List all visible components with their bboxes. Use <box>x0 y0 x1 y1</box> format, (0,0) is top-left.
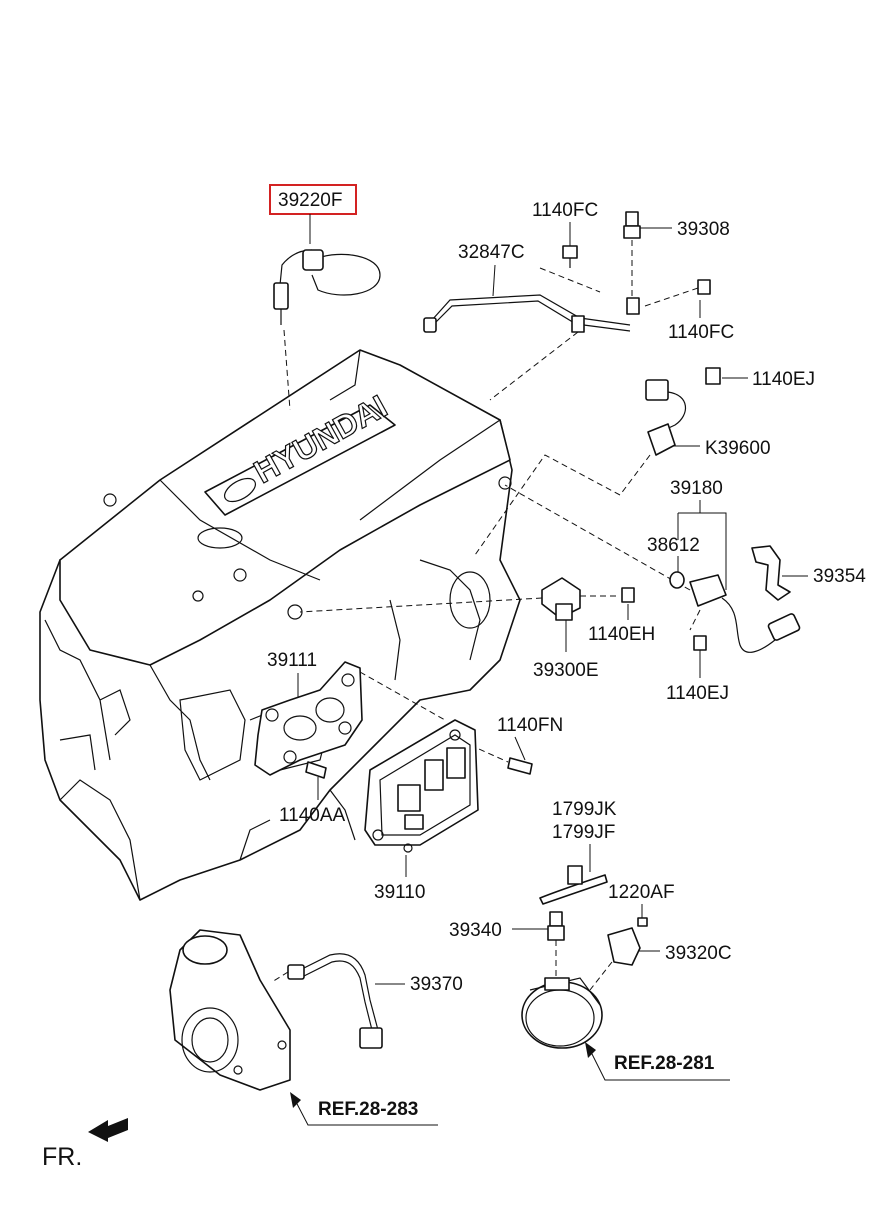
oxygen-sensor-39220F[interactable]: 39220F <box>269 184 381 411</box>
ref-28-283[interactable]: REF.28-283 <box>290 1092 438 1126</box>
label-32847C[interactable]: 32847C <box>458 242 525 263</box>
bolt-1140FN[interactable]: 1140FN <box>469 715 563 775</box>
direction-arrow-icon <box>88 1118 128 1142</box>
oring-38612[interactable]: 38612 <box>647 535 700 589</box>
label-1140FC-right[interactable]: 1140FC <box>668 322 734 343</box>
label-1799JF[interactable]: 1799JF <box>552 822 615 843</box>
label-1799JK[interactable]: 1799JK <box>552 799 617 820</box>
label-39308[interactable]: 39308 <box>677 219 730 240</box>
label-1220AF[interactable]: 1220AF <box>608 882 675 903</box>
tube-32847C[interactable]: 32847C <box>423 242 631 401</box>
intake-ring <box>521 977 603 1049</box>
label-39370[interactable]: 39370 <box>410 974 463 995</box>
gasket-39111[interactable]: 39111 <box>254 650 446 776</box>
bolt-1220AF[interactable]: 1220AF <box>608 882 675 927</box>
valve-cover <box>59 349 511 666</box>
bracket-39354[interactable]: 39354 <box>751 545 866 601</box>
label-39320C[interactable]: 39320C <box>665 943 732 964</box>
label-1140AA[interactable]: 1140AA <box>279 805 346 826</box>
emblem-plate <box>204 404 396 516</box>
clip-1799JK-1799JF[interactable]: 1799JK 1799JF <box>539 799 617 905</box>
front-direction-indicator: FR. <box>42 1118 128 1171</box>
crank-sensor-39180[interactable]: 39180 <box>504 478 801 653</box>
bolt-1140EJ-bottom[interactable]: 1140EJ <box>666 635 729 704</box>
thermostat-housing <box>169 929 291 1091</box>
ref-label-28-283[interactable]: REF.28-283 <box>318 1099 418 1120</box>
sensor-39308[interactable]: 39308 <box>623 211 730 315</box>
sensor-39340[interactable]: 39340 <box>449 911 565 985</box>
label-1140EJ-bottom[interactable]: 1140EJ <box>666 683 729 704</box>
label-39354[interactable]: 39354 <box>813 566 866 587</box>
label-1140FC-top[interactable]: 1140FC <box>532 200 598 221</box>
cam-sensor-39300E[interactable]: 1140EH 39300E <box>299 577 655 681</box>
label-39220F[interactable]: 39220F <box>278 190 342 211</box>
bolt-1140FC-right[interactable]: 1140FC <box>644 279 734 343</box>
label-39110[interactable]: 39110 <box>374 882 425 903</box>
ecu-39110[interactable]: 39110 <box>364 719 479 903</box>
label-38612[interactable]: 38612 <box>647 535 700 556</box>
label-39300E[interactable]: 39300E <box>533 660 599 681</box>
label-39111[interactable]: 39111 <box>267 650 317 671</box>
bolt-1140AA[interactable]: 1140AA <box>279 761 346 826</box>
bolt-1140EJ-top[interactable]: 1140EJ <box>705 367 815 390</box>
label-K39600[interactable]: K39600 <box>705 438 771 459</box>
bolt-1140FC-top[interactable]: 1140FC <box>532 200 601 293</box>
ref-28-281[interactable]: REF.28-281 <box>585 1042 730 1081</box>
sensor-39320C[interactable]: 39320C <box>589 927 732 991</box>
label-39180[interactable]: 39180 <box>670 478 723 499</box>
label-39340[interactable]: 39340 <box>449 920 502 941</box>
label-1140EJ-top[interactable]: 1140EJ <box>752 369 815 390</box>
knock-sensor-K39600[interactable]: K39600 <box>474 379 771 556</box>
label-1140EH[interactable]: 1140EH <box>588 624 655 645</box>
temp-sensor-39370[interactable]: 39370 <box>271 953 463 1049</box>
label-1140FN[interactable]: 1140FN <box>497 715 563 736</box>
direction-label: FR. <box>42 1143 82 1171</box>
highlight-box <box>269 184 357 215</box>
ref-label-28-281[interactable]: REF.28-281 <box>614 1053 715 1074</box>
